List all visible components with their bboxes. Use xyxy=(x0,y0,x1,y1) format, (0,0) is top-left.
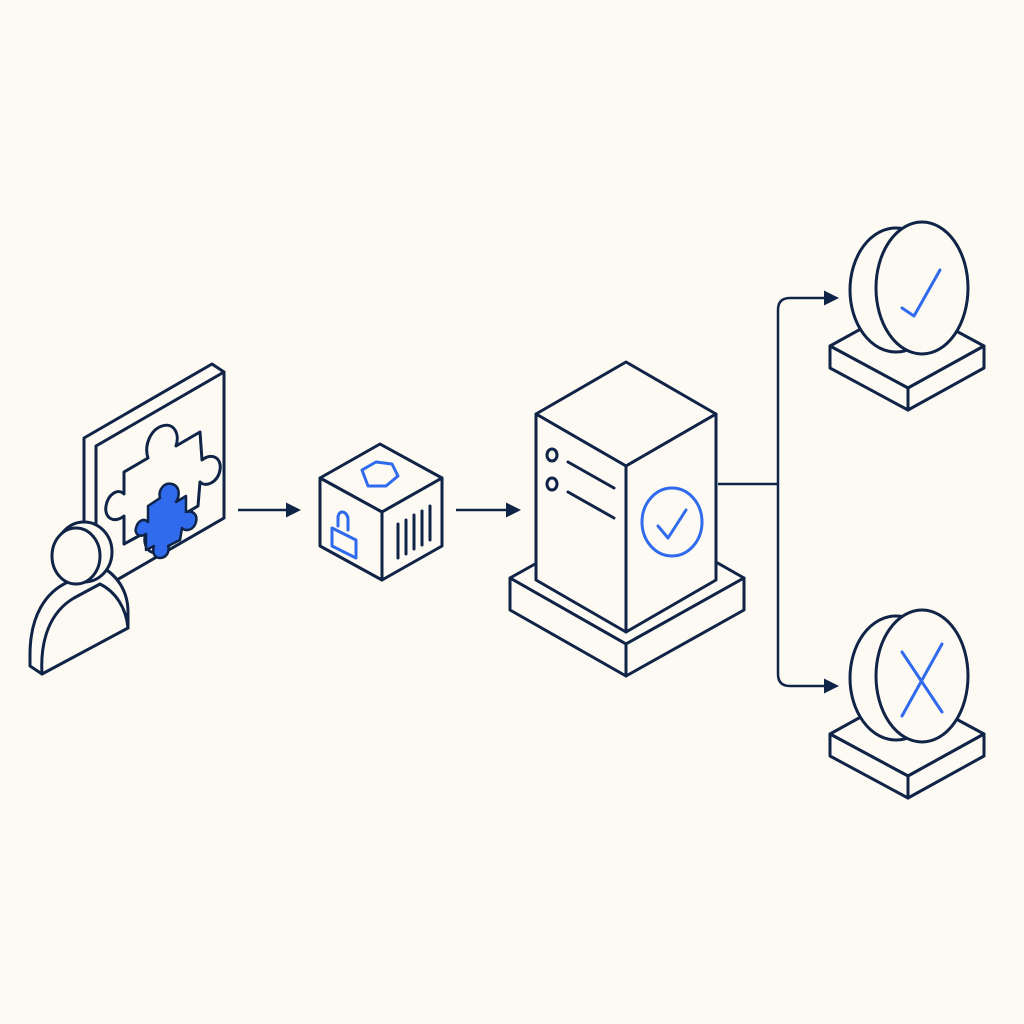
cross-badge-icon xyxy=(828,608,986,800)
user-puzzle-icon xyxy=(28,362,226,676)
check-circle-icon xyxy=(640,486,704,558)
padlock-icon xyxy=(330,510,358,560)
barcode-icon xyxy=(396,504,432,560)
branch-connector xyxy=(718,290,839,694)
locked-package-icon xyxy=(318,442,444,582)
server-check-icon xyxy=(508,360,746,678)
check-badge-icon xyxy=(828,220,986,412)
